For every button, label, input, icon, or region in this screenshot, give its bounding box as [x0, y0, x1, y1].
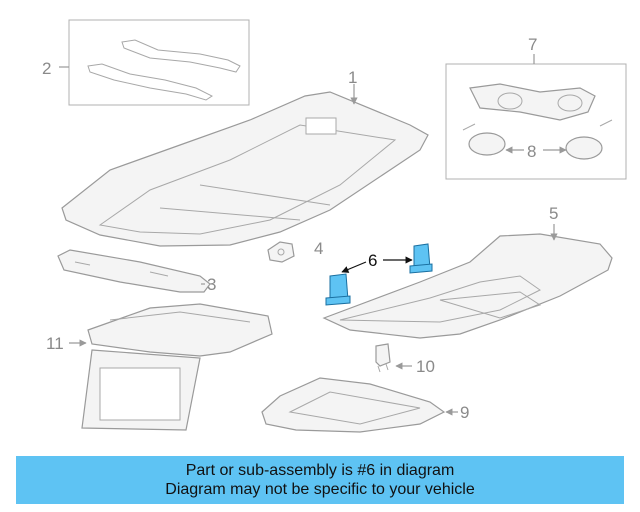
- info-banner: Part or sub-assembly is #6 in diagram Di…: [16, 456, 624, 504]
- callout-11: 11: [46, 334, 64, 353]
- callout-8: 8: [527, 142, 536, 161]
- part-2-brackets: 2: [42, 19, 250, 106]
- callout-9: 9: [460, 403, 469, 422]
- part-4-clip: 4: [267, 239, 323, 263]
- callout-7: 7: [528, 35, 537, 54]
- callout-2: 2: [42, 59, 51, 78]
- banner-line-2: Diagram may not be specific to your vehi…: [165, 481, 475, 498]
- part-11-monitor: 11: [46, 303, 273, 431]
- callout-10: 10: [416, 357, 435, 376]
- parts-diagram: 2 1 3 4 5 6: [42, 19, 627, 433]
- callout-5: 5: [549, 204, 558, 223]
- callout-6: 6: [368, 251, 377, 270]
- callout-8-group: 8: [505, 142, 567, 161]
- banner-line-1: Part or sub-assembly is #6 in diagram: [185, 462, 455, 479]
- callout-4: 4: [314, 239, 323, 258]
- part-1-headliner: 1: [61, 68, 429, 247]
- part-10-connector: 10: [375, 343, 435, 376]
- part-7-lamp-assembly: 7: [445, 35, 627, 180]
- callout-1: 1: [348, 68, 357, 87]
- part-5-console: 5: [322, 204, 613, 339]
- part-3-trim: 3: [57, 249, 216, 294]
- part-9-housing: 9: [261, 377, 469, 433]
- callout-3: 3: [207, 275, 216, 294]
- part-6-clips: 6: [325, 243, 433, 306]
